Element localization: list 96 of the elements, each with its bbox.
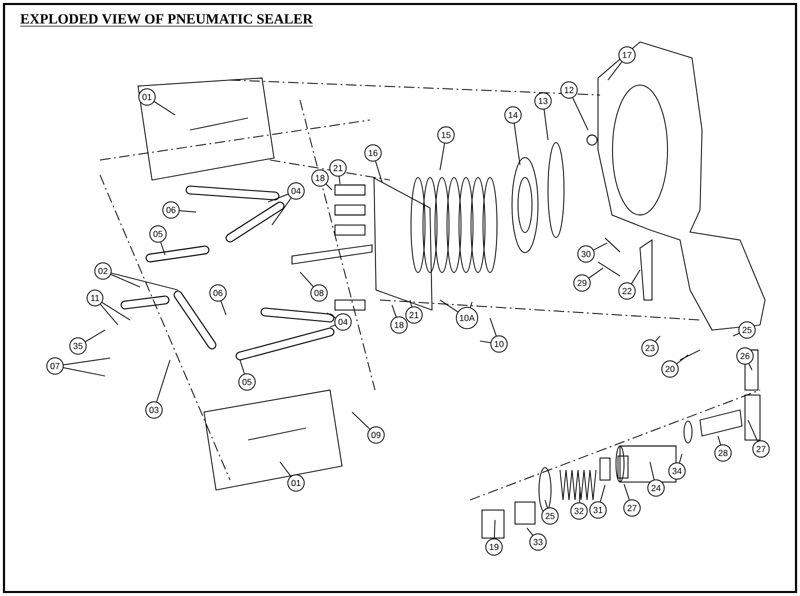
leader-line — [63, 358, 110, 366]
leader-line — [326, 184, 332, 190]
title: EXPLODED VIEW OF PNEUMATIC SEALER — [20, 14, 314, 27]
leader-line — [572, 97, 588, 130]
leader-line — [440, 300, 458, 312]
callout-number: 14 — [504, 106, 522, 124]
leader-line — [748, 363, 752, 370]
callout-number: 22 — [618, 282, 636, 300]
leader-line — [63, 367, 106, 376]
leader-line — [526, 528, 534, 536]
leader-line — [156, 360, 170, 402]
callout-number: 06 — [209, 284, 227, 302]
callout-number: 23 — [641, 339, 659, 357]
callout-number: 27 — [752, 440, 770, 458]
callout-number: 26 — [736, 347, 754, 365]
leader-line — [631, 270, 640, 284]
leader-line — [220, 300, 226, 316]
leader-line — [160, 242, 166, 256]
callout-number: 18 — [311, 169, 329, 187]
callout-number: 08 — [310, 284, 328, 302]
leader-line — [494, 520, 496, 539]
leader-line — [392, 304, 397, 318]
callout-number: 13 — [534, 92, 552, 110]
callout-number: 31 — [589, 501, 607, 519]
callout-number: 24 — [647, 479, 665, 497]
callout-number: 20 — [661, 360, 679, 378]
leader-line — [732, 332, 740, 336]
leader-line — [110, 272, 178, 290]
callout-number: 10 — [490, 335, 508, 353]
leader-line — [375, 160, 382, 182]
leader-line — [268, 194, 288, 202]
leader-line — [600, 484, 606, 502]
leader-line — [179, 210, 196, 212]
leader-line — [440, 143, 445, 170]
callout-number: 06 — [162, 201, 180, 219]
leader-line — [85, 330, 106, 342]
leader-line — [593, 242, 608, 250]
leader-line — [679, 454, 682, 464]
leader-line — [544, 500, 548, 508]
leader-line — [748, 420, 758, 442]
leader-line — [544, 109, 548, 140]
leader-line — [514, 123, 520, 166]
callout-number: 29 — [573, 274, 591, 292]
leader-line — [608, 61, 622, 80]
leader-line — [676, 354, 688, 364]
leader-line — [352, 412, 370, 430]
leader-line — [240, 360, 245, 374]
leader-line — [470, 302, 472, 308]
callout-number: 18 — [390, 316, 408, 334]
leader-line — [272, 198, 292, 226]
callout-number: 03 — [145, 401, 163, 419]
leader-line — [338, 176, 340, 184]
callout-number: 12 — [560, 81, 578, 99]
callout-number: 01 — [287, 474, 305, 492]
leader-line — [480, 340, 491, 344]
leader-line — [280, 462, 292, 477]
callout-number: 02 — [94, 262, 112, 280]
leader-line — [300, 272, 314, 288]
callout-number: 04 — [334, 313, 352, 331]
leader-line — [578, 486, 580, 503]
callout-number: 25 — [541, 507, 559, 525]
callout-number: 27 — [623, 499, 641, 517]
callout-number: 01 — [138, 88, 156, 106]
callout-number: 15 — [437, 126, 455, 144]
callout-number: 33 — [529, 533, 547, 551]
leader-line — [154, 101, 176, 116]
leader-line — [718, 436, 722, 446]
leader-line — [326, 312, 336, 318]
leader-line — [330, 324, 336, 328]
callout-number: 21 — [329, 159, 347, 177]
callout-number: 05 — [238, 373, 256, 391]
leader-line — [100, 304, 118, 326]
callout-number: 11 — [86, 290, 104, 306]
callout-number: 04 — [287, 182, 305, 200]
leader-line — [102, 302, 130, 320]
callout-number: 35 — [69, 337, 87, 355]
leader-line — [490, 318, 497, 336]
callout-number: 32 — [570, 502, 588, 520]
leader-line — [410, 300, 412, 308]
callout-number: 17 — [618, 46, 636, 64]
callout-number: 28 — [714, 444, 732, 462]
leader-line — [650, 462, 655, 480]
callout-number: 34 — [668, 462, 686, 480]
callout-number: 21 — [405, 306, 423, 324]
leader-line — [624, 484, 630, 500]
leader-line — [110, 274, 140, 288]
callout-number: 10A — [456, 306, 478, 330]
leader-line — [588, 268, 604, 278]
callout-number: 09 — [367, 426, 385, 444]
callout-number: 07 — [46, 357, 64, 375]
callout-number: 25 — [738, 321, 756, 339]
callout-number: 05 — [149, 225, 167, 243]
callout-number: 16 — [364, 144, 382, 162]
callout-number: 19 — [485, 538, 503, 556]
leader-line — [655, 336, 660, 342]
callout-number: 30 — [577, 245, 595, 263]
